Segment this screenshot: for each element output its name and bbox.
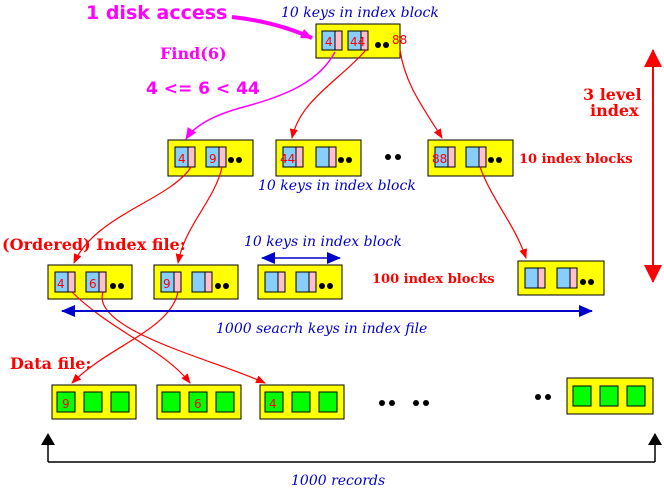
data-block-2: 6 xyxy=(156,384,242,420)
l3-block2-key-1: 9 xyxy=(163,277,171,291)
keys-in-root-block-label: 10 keys in index block xyxy=(281,5,439,21)
root-key-3: 88 xyxy=(392,33,407,47)
records-label: 1000 records xyxy=(291,473,385,486)
level-index-label-line1: 3 level xyxy=(583,85,642,104)
ordered-index-file-label: (Ordered) Index file: xyxy=(2,235,186,254)
search-path-arrows xyxy=(185,15,336,140)
root-key-2: 44 xyxy=(350,35,365,49)
keys-in-level2-block-label: 10 keys in index block xyxy=(258,178,416,194)
root-index-block: 4 44 88 xyxy=(315,23,407,59)
hundred-index-blocks-label: 100 index blocks xyxy=(372,272,495,287)
pointer-arrows xyxy=(71,49,527,384)
data-block2-key-2: 6 xyxy=(194,397,202,411)
data-block3-key-1: 4 xyxy=(269,397,277,411)
l3-block1-key-1: 4 xyxy=(57,277,65,291)
disk-access-label: 1 disk access xyxy=(86,2,227,24)
find-label: Find(6) xyxy=(160,44,227,63)
level3-index-block-3 xyxy=(257,264,343,300)
level2-index-block-2: 44 xyxy=(275,139,362,177)
data-block-1: 9 xyxy=(51,384,137,420)
level3-index-block-4 xyxy=(517,260,605,296)
level3-index-block-1: 4 6 xyxy=(47,264,133,300)
l2-block2-key-1: 44 xyxy=(280,152,295,166)
dimension-arrows xyxy=(61,252,593,317)
search-keys-label: 1000 seacrh keys in index file xyxy=(216,321,427,337)
keys-in-level3-block-label: 10 keys in index block xyxy=(244,234,402,250)
level3-index-block-2: 9 xyxy=(153,264,239,300)
l2-block1-key-2: 9 xyxy=(209,152,217,166)
l2-block3-key-1: 88 xyxy=(432,152,447,166)
data-block-3: 4 xyxy=(259,384,345,420)
l2-block1-key-1: 4 xyxy=(178,152,186,166)
ten-index-blocks-label: 10 index blocks xyxy=(519,152,633,167)
data-block-4 xyxy=(566,377,654,415)
ellipsis-dots-data xyxy=(379,394,551,406)
level2-index-block-3: 88 xyxy=(427,139,514,177)
data-file-label: Data file: xyxy=(10,354,91,373)
root-key-1: 4 xyxy=(325,35,333,49)
level2-index-block-1: 4 9 xyxy=(167,139,254,177)
comparison-label: 4 <= 6 < 44 xyxy=(146,79,260,99)
l3-block1-key-2: 6 xyxy=(89,277,97,291)
records-bracket xyxy=(41,433,662,463)
data-block1-key-1: 9 xyxy=(62,397,70,411)
ellipsis-dots-level2 xyxy=(385,154,401,160)
level-index-label-line2: index xyxy=(590,101,639,120)
